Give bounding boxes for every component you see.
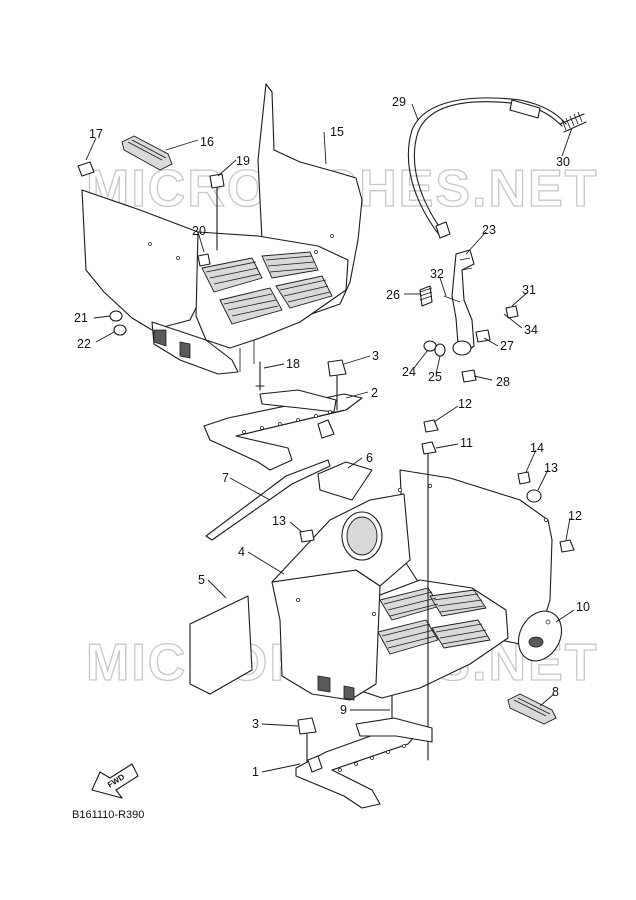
callout-3-lower: 3 [252,717,259,731]
callout-23: 22 [77,337,91,351]
bracket-2 [203,389,363,471]
footrest-board-lower [271,469,553,701]
callout-6: 6 [366,451,373,465]
footrest-board-upper [81,83,363,375]
footpad-8 [507,693,557,725]
leader-lines [85,103,575,773]
bolt-11 [421,441,437,761]
diagram-code: B161110-R390 [72,809,144,821]
fwd-arrow-icon: FWD [91,763,139,799]
bolt-3-upper [327,359,347,411]
nut-12-right [559,539,575,553]
fasteners-left [77,161,127,336]
callout-12-right: 12 [568,509,582,523]
callout-29: 28 [496,375,510,389]
callouts: 17 16 19 15 20 21 22 18 3 2 12 11 6 7 14… [74,95,590,779]
bolt-21 [197,253,211,267]
callout-7: 7 [222,471,229,485]
callout-18: 18 [286,357,300,371]
callout-2: 2 [371,386,378,400]
washer-14 [526,489,542,503]
bracket-1 [295,717,433,809]
seal-7 [205,459,331,541]
bolt-19 [209,173,225,251]
spring-31 [559,111,587,133]
callout-25: 24 [402,365,416,379]
callout-16: 15 [330,125,344,139]
callout-13: 13 [272,514,286,528]
callout-11: 11 [460,436,473,450]
collar-15 [517,471,531,485]
callout-12-upper: 12 [458,397,472,411]
bolt-3-lower [297,717,317,763]
callout-32: 31 [522,283,536,297]
bolt-13 [299,529,315,543]
callout-4: 4 [238,545,245,559]
pedal-arm-24 [451,249,475,356]
callout-5: 5 [198,573,205,587]
callout-1: 1 [252,765,259,779]
callout-14: 13 [544,461,558,475]
callout-10: 10 [576,600,590,614]
callout-27: 26 [386,288,400,302]
footpad-17 [121,135,173,171]
nut-12-upper [423,419,439,433]
callout-9: 9 [340,703,347,717]
callout-21: 20 [192,224,206,238]
cover-10 [517,610,563,662]
callout-28: 27 [500,339,514,353]
callout-33: 32 [430,267,444,281]
callout-26: 25 [428,370,442,384]
callout-3-upper: 3 [372,349,379,363]
callout-19: 19 [236,154,250,168]
brake-cable-30 [407,97,567,239]
callout-8: 8 [552,685,559,699]
callout-22: 21 [74,311,88,325]
callout-15: 14 [530,441,544,455]
callout-24: 23 [482,223,496,237]
callout-17: 16 [200,135,214,149]
callout-31: 30 [556,155,570,169]
callout-30: 29 [392,95,406,109]
label-5 [189,595,253,695]
callout-20: 17 [89,127,103,141]
callout-34: 34 [524,323,538,337]
pin-18 [255,361,265,391]
label-6 [317,461,373,501]
